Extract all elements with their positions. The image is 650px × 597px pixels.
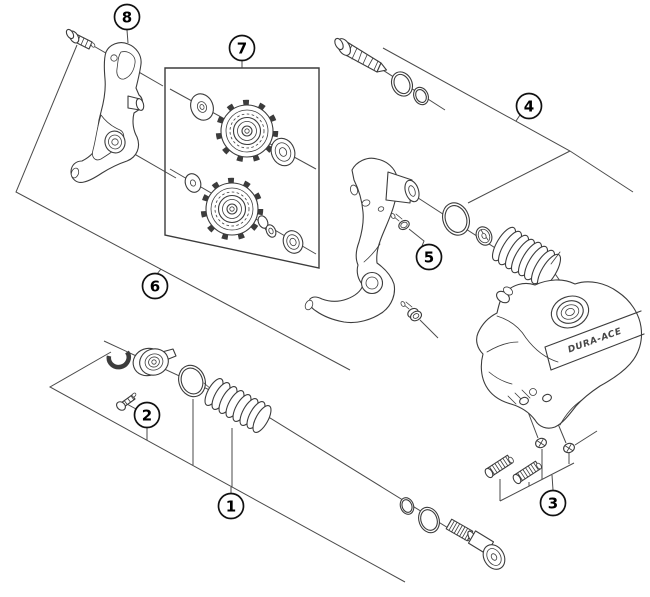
derailleur-body: DURA-ACE <box>476 279 645 429</box>
callout-5: 5 <box>415 243 443 271</box>
plate-upper-cutout <box>116 51 136 80</box>
callouts: 1 2 3 4 5 6 7 8 <box>113 3 567 520</box>
adjust-screw-group <box>484 437 575 485</box>
leader-lower-pulley-bolt <box>419 319 439 339</box>
group-7-box <box>164 67 320 269</box>
b-tension-group <box>106 347 272 433</box>
callout-2: 2 <box>133 401 161 429</box>
pulley-set-group <box>164 67 320 269</box>
callout-number: 4 <box>524 98 534 116</box>
c-clip <box>106 350 131 370</box>
b-axle-group <box>399 497 506 570</box>
callout-circle <box>415 243 443 271</box>
plate-bolt-8 <box>65 28 96 50</box>
pulley-washer-lower <box>184 173 202 193</box>
screw-boss-a <box>519 396 529 406</box>
axis-group-1 <box>103 340 501 561</box>
callout-number: 7 <box>237 40 247 58</box>
callout-number: 8 <box>122 9 132 27</box>
cam-unit <box>132 347 177 377</box>
callout-3: 3 <box>539 489 567 517</box>
body-pivot-rings <box>550 295 590 329</box>
plate-boss <box>127 95 145 111</box>
inner-plate-tube-tip <box>304 299 314 311</box>
pulley-microtext <box>214 191 250 227</box>
tension-pulley <box>200 177 264 241</box>
outer-cage-plate <box>70 42 145 183</box>
inner-cage-plate <box>308 157 398 324</box>
inner-plate-boss <box>385 171 420 204</box>
plate-lower-pivot <box>104 130 126 154</box>
body-contour-lines <box>486 315 583 426</box>
tension-spring <box>491 226 562 289</box>
pulley-washer-upper <box>270 137 296 167</box>
callout-2-leader <box>126 403 137 410</box>
pivot-o-ring <box>441 202 471 236</box>
pivot-washer <box>475 226 493 246</box>
callout-7: 7 <box>228 34 256 62</box>
pivot-bolt-o-ring-large <box>390 71 414 97</box>
callout-number: 2 <box>142 407 152 425</box>
inner-plate-group <box>304 157 423 324</box>
head-face-hole-2 <box>377 206 385 212</box>
plate-top-hole <box>110 54 118 62</box>
callout-number: 5 <box>424 249 434 267</box>
adjust-screw-b <box>512 460 542 485</box>
plate-tube-tip <box>70 167 80 179</box>
head-side-hole <box>349 184 359 196</box>
outer-plate-group <box>65 28 145 183</box>
pivot-bolt-tip <box>376 62 388 73</box>
callout-4: 4 <box>515 92 543 120</box>
bracket-4 <box>382 47 634 204</box>
pulley-bolt-lower <box>400 301 423 322</box>
adjust-screw-a <box>484 454 514 479</box>
pulley-bushing <box>257 215 277 238</box>
callout-circle <box>141 272 169 300</box>
bracket-1 <box>48 351 406 583</box>
dust-cap-upper <box>190 93 214 121</box>
callout-number: 6 <box>150 278 160 296</box>
callout-circle <box>515 92 543 120</box>
pivot-bolt-group <box>334 37 429 106</box>
screw-boss-b <box>542 393 552 403</box>
leader-nut-b-body <box>574 430 598 446</box>
pivot-bolt-o-ring-small <box>413 86 429 106</box>
callout-circle <box>228 34 256 62</box>
axle-o-ring-small <box>399 497 415 515</box>
callout-8: 8 <box>113 3 141 31</box>
dust-cap-lower <box>282 230 304 254</box>
coil-spring-1 <box>203 378 272 433</box>
callout-3-stub <box>551 474 554 491</box>
callout-5-leader <box>408 228 425 247</box>
bracket-6 <box>15 44 351 371</box>
stop-bolt-2 <box>116 392 137 411</box>
screw-nut-a <box>535 437 547 449</box>
callout-8-stub <box>126 29 129 44</box>
pulley-bolt-upper <box>390 213 410 231</box>
body-barrel-detail <box>496 286 513 304</box>
screw-nut-b <box>563 442 575 454</box>
head-face-hole-1 <box>361 199 371 207</box>
inner-plate-lower-pivot <box>360 271 384 295</box>
callout-circle <box>539 489 567 517</box>
pivot-bolt-head <box>334 37 344 51</box>
plate-face-line <box>363 243 381 263</box>
callout-number: 3 <box>548 495 558 513</box>
axle-o-ring-large <box>418 506 440 534</box>
callout-circle <box>133 401 161 429</box>
callout-6: 6 <box>141 272 169 300</box>
callout-circle <box>113 3 141 31</box>
o-ring-2 <box>178 364 206 398</box>
cage-pivot-hardware <box>441 202 562 289</box>
callout-circle <box>217 492 245 520</box>
b-axle-bolt <box>445 518 506 570</box>
callout-4-stub <box>515 114 521 122</box>
pulley-microtext <box>229 113 265 149</box>
guide-pulley <box>215 99 279 163</box>
bracket-3 <box>499 462 575 502</box>
callout-1: 1 <box>217 492 245 520</box>
body-pin <box>529 388 537 396</box>
callout-number: 1 <box>226 498 236 516</box>
